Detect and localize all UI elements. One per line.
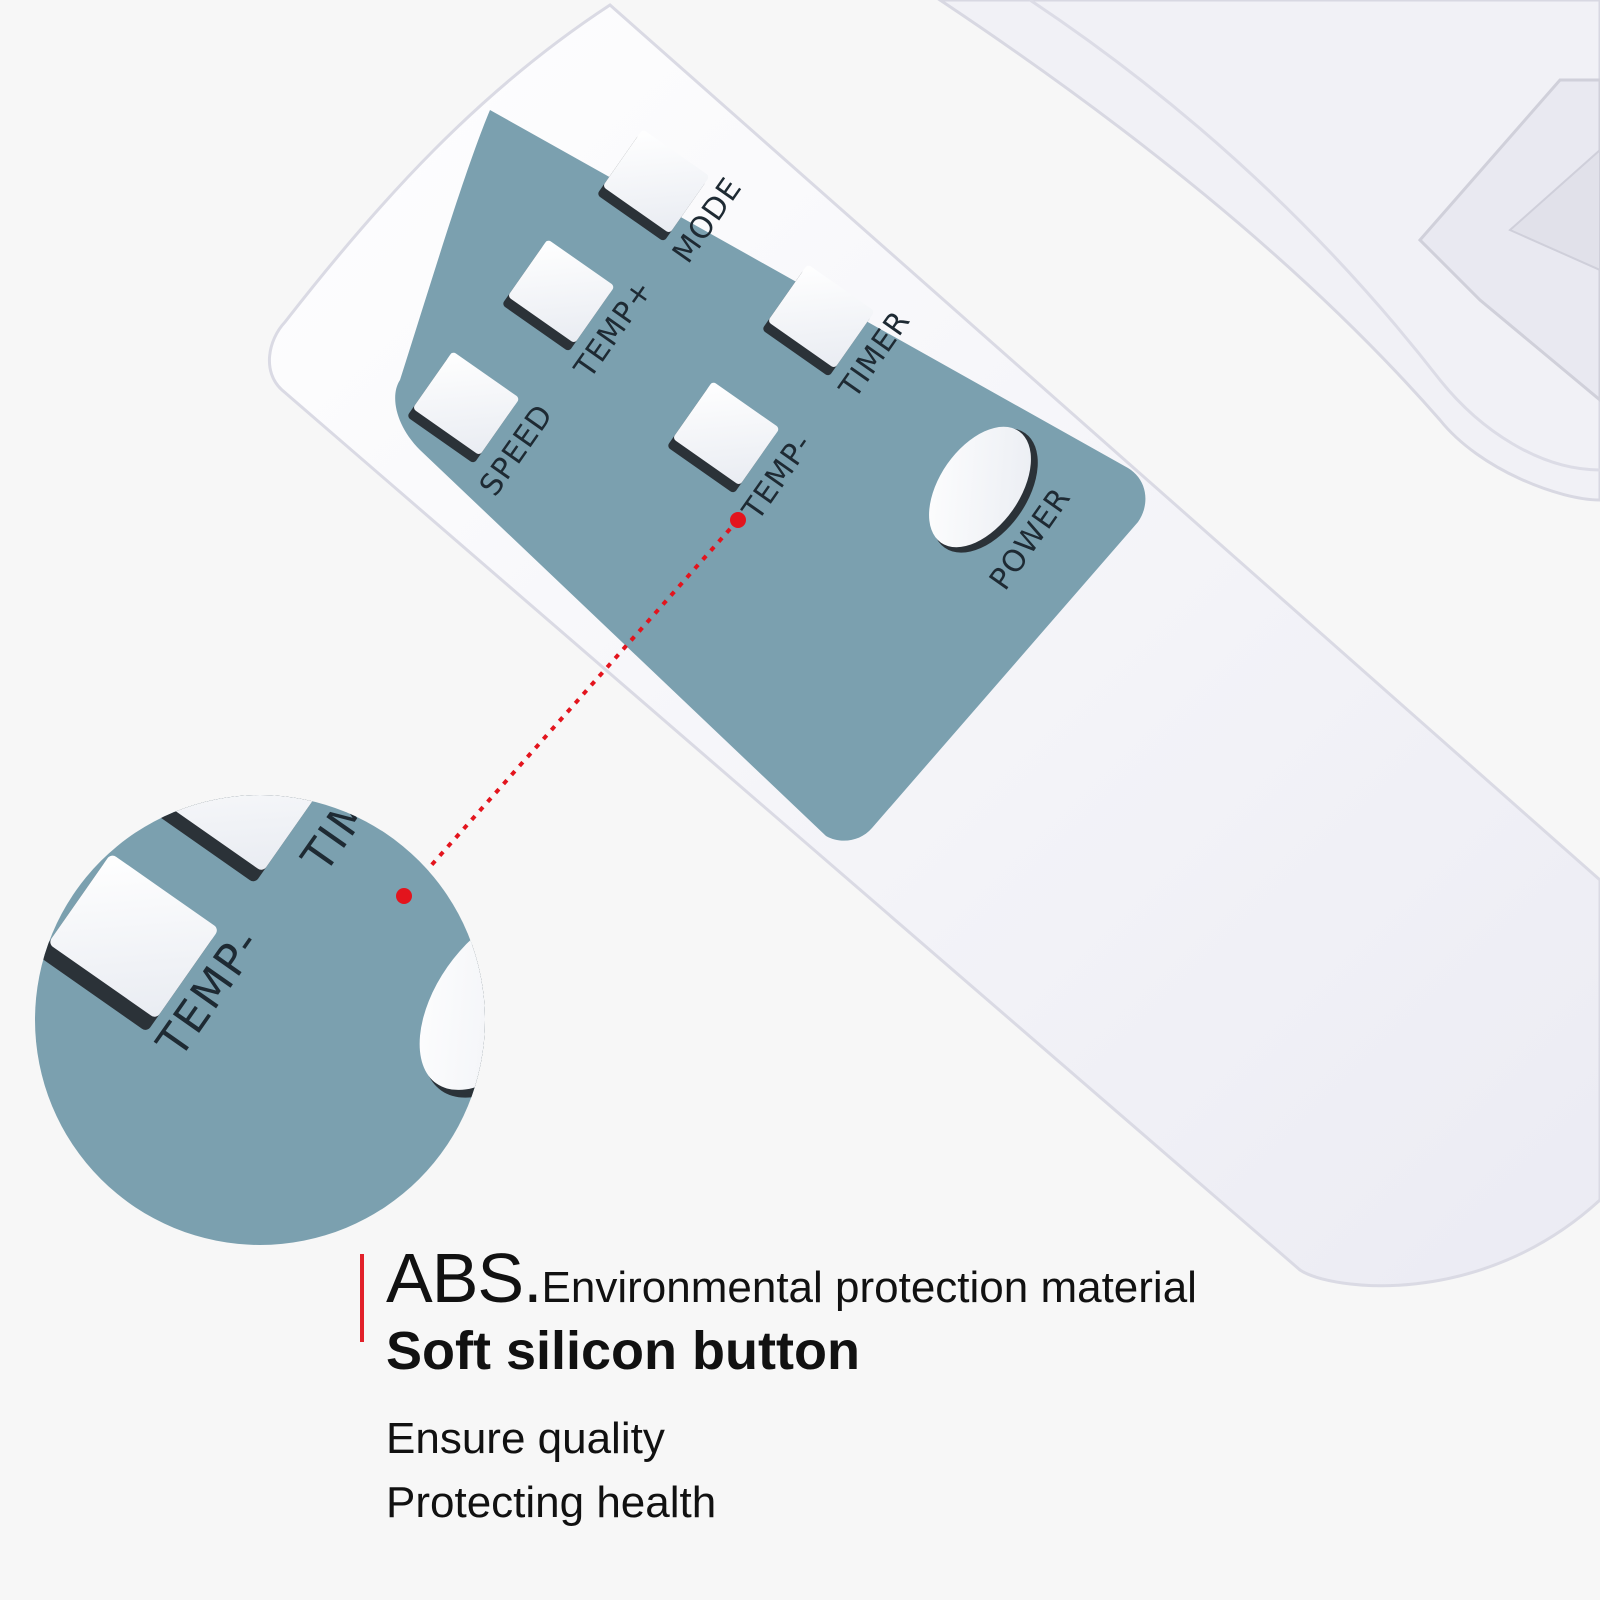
mode-button[interactable] xyxy=(597,129,710,242)
temp-minus-button[interactable] xyxy=(667,381,780,494)
power-button[interactable] xyxy=(907,407,1059,572)
remote-holder xyxy=(937,0,1600,502)
zoom-power-button-partial xyxy=(419,910,485,1098)
zoom-temp-minus-button xyxy=(41,855,217,1030)
accent-bar xyxy=(360,1254,364,1342)
abs-heading: ABS. xyxy=(386,1239,543,1317)
temp-plus-button[interactable] xyxy=(502,239,615,352)
callout-dot-bottom xyxy=(396,888,412,904)
zoom-circle: TEMP- TIM xyxy=(35,795,485,1245)
button-feature: Soft silicon button xyxy=(386,1321,860,1381)
timer-button[interactable] xyxy=(762,264,875,377)
material-line: ABS.Environmental protection material xyxy=(386,1238,1197,1318)
quality-text: Ensure quality xyxy=(386,1414,665,1463)
callout-dot-top xyxy=(730,512,746,528)
zoom-timer-button-partial xyxy=(158,795,317,882)
health-text: Protecting health xyxy=(386,1478,717,1527)
speed-button[interactable] xyxy=(407,351,520,464)
material-description: Environmental protection material xyxy=(541,1263,1197,1312)
